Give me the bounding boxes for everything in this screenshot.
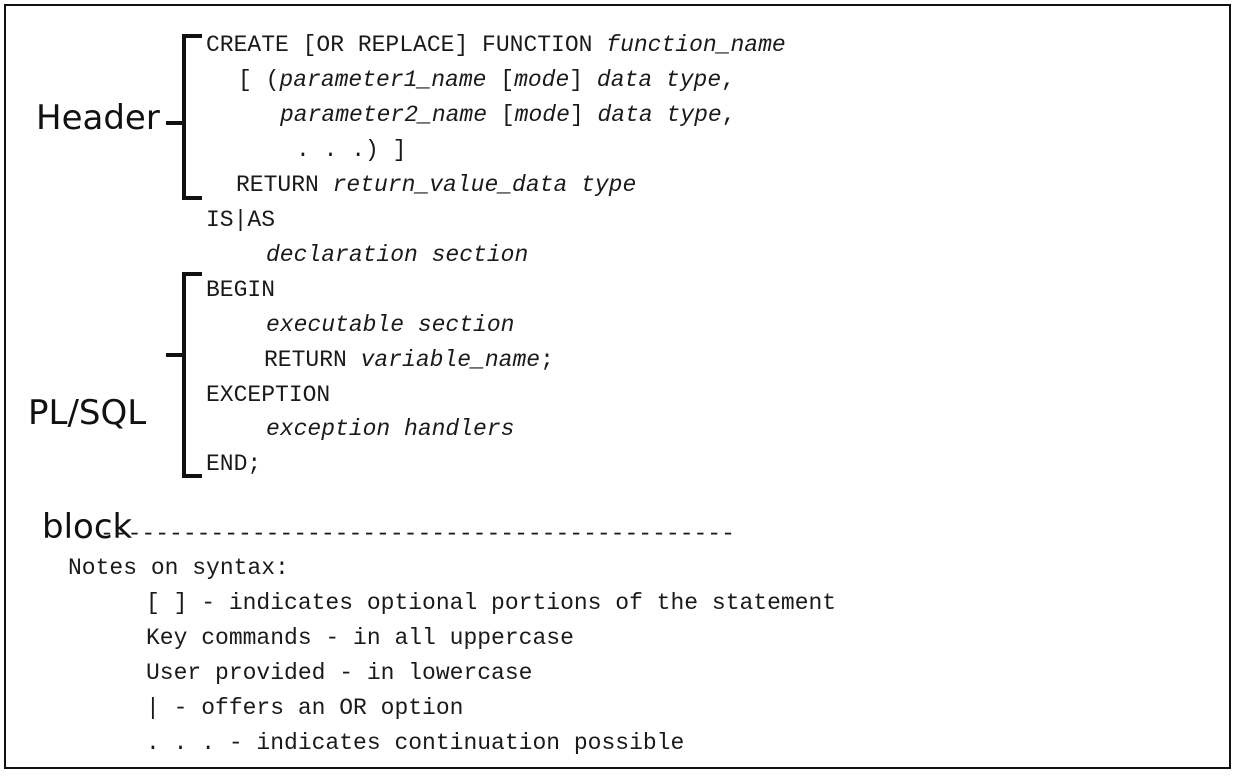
param1-mid2: ] — [569, 67, 597, 93]
return-semicolon: ; — [540, 347, 554, 373]
param2-end: , — [721, 102, 736, 128]
plsql-block-label: PL/SQL block — [28, 318, 146, 584]
code-line-is-as: IS|AS — [206, 207, 276, 233]
notes-separator: ----------------------------------------… — [100, 521, 735, 547]
code-line-begin: BEGIN — [206, 277, 276, 303]
plsql-bracket-tick — [166, 353, 182, 357]
header-bracket-vertical — [182, 34, 186, 200]
syntax-diagram-frame — [4, 4, 1231, 769]
code-line-create: CREATE [OR REPLACE] FUNCTION function_na… — [206, 30, 786, 60]
code-line-return-var: RETURN variable_name; — [264, 345, 554, 375]
notes-title: Notes on syntax: — [68, 555, 289, 581]
note-item: [ ] - indicates optional portions of the… — [146, 590, 837, 616]
param1-mid: [ — [486, 67, 515, 93]
code-line-exception: EXCEPTION — [206, 382, 331, 408]
code-line-end: END; — [206, 451, 262, 477]
create-keyword: CREATE [OR REPLACE] FUNCTION — [206, 32, 607, 58]
return-keyword-2: RETURN — [264, 347, 361, 373]
code-line-handlers: exception handlers — [266, 416, 515, 442]
code-line-param2: parameter2_name [mode] data type, — [280, 100, 736, 130]
plsql-label-line1: PL/SQL — [28, 393, 147, 433]
param2-datatype: data type — [597, 102, 722, 128]
note-item: User provided - in lowercase — [146, 660, 533, 686]
param2-mid2: ] — [569, 102, 598, 128]
param1-open: [ ( — [238, 67, 280, 93]
param2-mid: [ — [487, 102, 515, 128]
plsql-bracket-top — [182, 272, 202, 276]
header-bracket-top — [182, 34, 202, 38]
param1-end: , — [721, 67, 735, 93]
code-line-return-type: RETURN return_value_data type — [236, 170, 636, 200]
plsql-bracket-bottom — [182, 474, 202, 478]
header-bracket-tick — [166, 121, 182, 125]
plsql-label-line2: block — [41, 507, 133, 547]
plsql-bracket-vertical — [182, 272, 186, 478]
param2-name: parameter2_name — [280, 102, 488, 128]
code-line-declaration: declaration section — [266, 242, 529, 268]
return-keyword: RETURN — [236, 172, 333, 198]
code-line-executable: executable section — [266, 312, 515, 338]
param2-mode: mode — [514, 102, 570, 128]
header-bracket-bottom — [182, 196, 202, 200]
param1-name: parameter1_name — [279, 67, 487, 93]
note-item: Key commands - in all uppercase — [146, 625, 574, 651]
return-datatype-placeholder: return_value_data type — [332, 172, 637, 198]
code-line-param1: [ (parameter1_name [mode] data type, — [238, 65, 735, 95]
note-item: | - offers an OR option — [146, 695, 464, 721]
variable-name-placeholder: variable_name — [360, 347, 541, 373]
param1-datatype: data type — [596, 67, 722, 93]
note-item: . . . - indicates continuation possible — [146, 730, 685, 756]
code-line-ellipsis: . . .) ] — [296, 137, 407, 163]
function-name-placeholder: function_name — [606, 32, 786, 58]
header-label: Header — [36, 98, 160, 138]
param1-mode: mode — [514, 67, 570, 93]
